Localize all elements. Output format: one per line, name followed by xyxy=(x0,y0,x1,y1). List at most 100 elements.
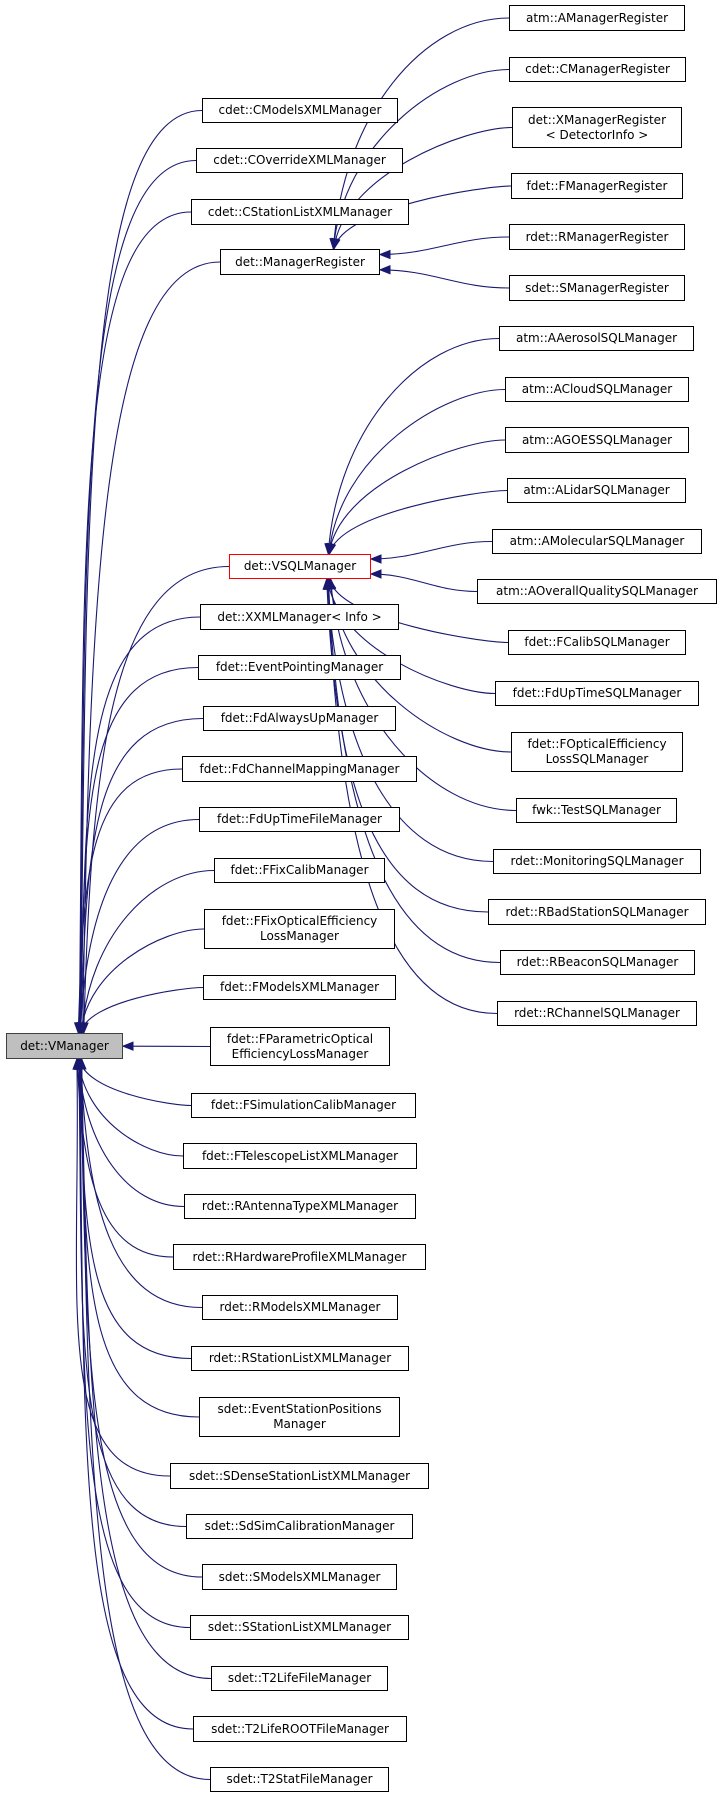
class-node-sstationlist[interactable]: sdet::SStationListXMLManager xyxy=(190,1615,409,1640)
class-node-label: cdet::CStationListXMLManager xyxy=(207,204,393,219)
class-node-sdense[interactable]: sdet::SDenseStationListXMLManager xyxy=(170,1463,429,1489)
edge-agoes-to-vsqlmanager xyxy=(328,439,506,555)
class-node-cmodels[interactable]: cdet::CModelsXMLManager xyxy=(202,98,398,123)
edge-amolecular-to-vsqlmanager-arrowhead xyxy=(369,554,382,564)
class-node-ffixcalib[interactable]: fdet::FFixCalibManager xyxy=(214,858,385,883)
edge-fmanagerregister-to-managerregister-arrowhead xyxy=(331,237,341,251)
class-node-xmanagerregister[interactable]: det::XManagerRegister < DetectorInfo > xyxy=(512,107,682,148)
class-node-label: rdet::RBeaconSQLManager xyxy=(516,955,679,969)
class-node-fsimcalib[interactable]: fdet::FSimulationCalibManager xyxy=(191,1093,416,1118)
class-node-alidar[interactable]: atm::ALidarSQLManager xyxy=(507,478,686,503)
class-node-label: fdet::FOpticalEfficiency LossSQLManager xyxy=(527,737,667,766)
edge-fcalibsql-to-vsqlmanager xyxy=(328,578,509,644)
class-node-testsql[interactable]: fwk::TestSQLManager xyxy=(516,798,677,823)
edge-aaerosol-to-vsqlmanager xyxy=(327,337,500,555)
class-node-fdchannelmapping[interactable]: fdet::FdChannelMappingManager xyxy=(182,756,417,782)
class-node-label: atm::AManagerRegister xyxy=(525,10,669,25)
class-node-acloud[interactable]: atm::ACloudSQLManager xyxy=(505,377,689,402)
class-node-label: sdet::SDenseStationListXMLManager xyxy=(188,1468,411,1483)
edge-t2statfile-to-vmanager-arrowhead xyxy=(76,1057,87,1070)
class-node-label: rdet::RChannelSQLManager xyxy=(514,1006,680,1020)
class-node-label: sdet::SdSimCalibrationManager xyxy=(204,1519,395,1533)
class-node-label: fdet::FFixOpticalEfficiency LossManager xyxy=(221,914,378,943)
class-node-eventpointing[interactable]: fdet::EventPointingManager xyxy=(198,655,401,680)
edge-smodels-to-vmanager xyxy=(80,1058,203,1578)
class-node-t2liferoot[interactable]: sdet::T2LifeROOTFileManager xyxy=(193,1716,407,1742)
class-node-label: fdet::FManagerRegister xyxy=(526,178,668,193)
class-node-label: fdet::FModelsXMLManager xyxy=(219,980,380,994)
edge-cstationlist-to-vmanager xyxy=(78,211,192,1034)
class-node-label: rdet::RAntennaTypeXMLManager xyxy=(201,1199,399,1213)
class-node-managerregister[interactable]: det::ManagerRegister xyxy=(220,249,380,275)
class-node-smanagerregister[interactable]: sdet::SManagerRegister xyxy=(509,275,685,301)
class-node-fduptimesql[interactable]: fdet::FdUpTimeSQLManager xyxy=(495,681,699,706)
class-node-aoverall[interactable]: atm::AOverallQualitySQLManager xyxy=(477,579,717,604)
class-node-rmodels[interactable]: rdet::RModelsXMLManager xyxy=(202,1295,398,1320)
class-node-label: atm::ACloudSQLManager xyxy=(521,382,673,396)
class-node-monitoringsql[interactable]: rdet::MonitoringSQLManager xyxy=(493,849,701,874)
class-node-fdalwaysup[interactable]: fdet::FdAlwaysUpManager xyxy=(203,706,396,731)
edge-ftelescope-to-vmanager xyxy=(77,1058,184,1157)
edge-aoverall-to-vsqlmanager-arrowhead xyxy=(369,569,382,579)
class-node-fmodels[interactable]: fdet::FModelsXMLManager xyxy=(203,975,396,1000)
edge-rmanagerregister-to-managerregister-arrowhead xyxy=(378,249,391,260)
class-node-rbadstation[interactable]: rdet::RBadStationSQLManager xyxy=(488,899,706,925)
class-node-rantenna[interactable]: rdet::RAntennaTypeXMLManager xyxy=(184,1194,416,1219)
class-node-aaerosol[interactable]: atm::AAerosolSQLManager xyxy=(499,326,694,351)
class-node-smodels[interactable]: sdet::SModelsXMLManager xyxy=(202,1564,397,1590)
class-node-fcalibsql[interactable]: fdet::FCalibSQLManager xyxy=(508,630,686,655)
class-node-amanagerregister[interactable]: atm::AManagerRegister xyxy=(509,5,685,31)
edge-sdense-to-vmanager xyxy=(75,1058,171,1477)
class-node-label: sdet::T2StatFileManager xyxy=(226,1772,373,1786)
class-node-coverride[interactable]: cdet::COverrideXMLManager xyxy=(196,148,403,173)
edge-managerregister-to-vmanager xyxy=(82,261,221,1034)
edge-vsqlmanager-to-vmanager xyxy=(83,565,230,1034)
edge-fduptimefile-to-vmanager xyxy=(79,818,200,1034)
class-node-label: sdet::T2LifeROOTFileManager xyxy=(211,1721,389,1736)
class-node-fopticalsql[interactable]: fdet::FOpticalEfficiency LossSQLManager xyxy=(511,732,683,772)
edge-rmanagerregister-to-managerregister xyxy=(379,236,510,256)
class-node-t2statfile[interactable]: sdet::T2StatFileManager xyxy=(210,1767,389,1792)
class-node-agoes[interactable]: atm::AGOESSQLManager xyxy=(505,427,689,453)
class-node-rchannel[interactable]: rdet::RChannelSQLManager xyxy=(497,1001,697,1026)
class-node-rbeacon[interactable]: rdet::RBeaconSQLManager xyxy=(500,950,695,975)
class-node-cmanagerregister[interactable]: cdet::CManagerRegister xyxy=(509,57,686,82)
class-node-label: atm::AMolecularSQLManager xyxy=(509,534,685,548)
edge-rhardware-to-vmanager xyxy=(76,1058,174,1258)
class-node-ffixoptical[interactable]: fdet::FFixOpticalEfficiency LossManager xyxy=(204,909,395,949)
class-node-label: fdet::FdUpTimeFileManager xyxy=(217,812,382,826)
edge-eventstationpos-to-vmanager xyxy=(79,1058,200,1418)
class-node-amolecular[interactable]: atm::AMolecularSQLManager xyxy=(492,529,702,554)
class-node-vsqlmanager[interactable]: det::VSQLManager xyxy=(229,554,371,579)
class-node-label: cdet::CModelsXMLManager xyxy=(218,103,382,117)
edge-xxml-to-vmanager xyxy=(79,616,201,1034)
class-node-fduptimefile[interactable]: fdet::FdUpTimeFileManager xyxy=(199,807,400,832)
edge-amolecular-to-vsqlmanager xyxy=(370,540,493,560)
class-node-rhardware[interactable]: rdet::RHardwareProfileXMLManager xyxy=(173,1244,426,1270)
edge-fmodels-to-vmanager-arrowhead xyxy=(78,1021,88,1035)
edge-fparametric-to-vmanager-arrowhead xyxy=(121,1041,134,1051)
class-node-label: fwk::TestSQLManager xyxy=(532,803,661,817)
edge-ffixcalib-to-vmanager xyxy=(81,869,215,1034)
class-node-xxml[interactable]: det::XXMLManager< Info > xyxy=(200,604,399,630)
edge-eventpointing-to-vmanager xyxy=(79,666,199,1034)
class-node-cstationlist[interactable]: cdet::CStationListXMLManager xyxy=(191,199,409,225)
edge-acloud-to-vsqlmanager xyxy=(328,388,506,555)
class-node-fmanagerregister[interactable]: fdet::FManagerRegister xyxy=(511,173,683,199)
class-node-sdsimcalib[interactable]: sdet::SdSimCalibrationManager xyxy=(186,1514,413,1539)
class-node-fparametric[interactable]: fdet::FParametricOptical EfficiencyLossM… xyxy=(210,1027,390,1066)
class-node-rstationlist[interactable]: rdet::RStationListXMLManager xyxy=(191,1346,409,1371)
edge-fsimcalib-to-vmanager xyxy=(78,1058,192,1107)
class-node-ftelescope[interactable]: fdet::FTelescopeListXMLManager xyxy=(183,1143,417,1169)
class-node-label: det::XManagerRegister < DetectorInfo > xyxy=(527,112,667,142)
class-node-eventstationpos[interactable]: sdet::EventStationPositions Manager xyxy=(199,1397,400,1437)
class-node-t2lifefile[interactable]: sdet::T2LifeFileManager xyxy=(211,1666,388,1691)
class-node-label: cdet::CManagerRegister xyxy=(525,62,670,76)
edge-ffixoptical-to-vmanager xyxy=(80,928,205,1034)
class-node-label: fdet::FFixCalibManager xyxy=(230,863,369,877)
class-node-label: det::ManagerRegister xyxy=(235,254,365,269)
class-node-label: det::VManager xyxy=(20,1038,109,1053)
class-node-rmanagerregister[interactable]: rdet::RManagerRegister xyxy=(509,224,685,250)
class-node-label: fdet::EventPointingManager xyxy=(215,660,384,674)
